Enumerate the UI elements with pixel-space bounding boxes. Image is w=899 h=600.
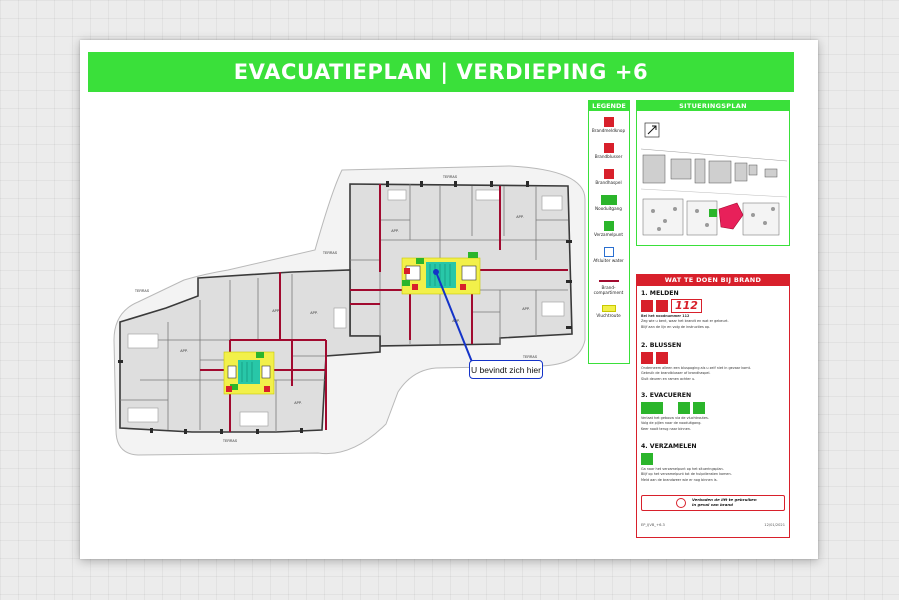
- step-assemble: 4. VERZAMELEN Ga naar het verzamelpunt o…: [641, 443, 785, 482]
- step-report: 1. MELDEN 112 Bel het noodnummer 112 Zeg…: [641, 290, 785, 329]
- legend-title: LEGENDE: [589, 101, 629, 111]
- apartment-label: APP.: [294, 401, 302, 405]
- terrace-label: TERRAS: [523, 355, 538, 359]
- step-text: Verlaat het gebouw via de vluchtroutes.: [641, 416, 709, 420]
- step-text: Onderneem alleen een bluspoging als u ze…: [641, 366, 751, 370]
- step-text: Blijf aan de lijn en volg de instructies…: [641, 324, 711, 329]
- fire-hose-icon: [603, 169, 614, 179]
- step-text: Volg de pijlen naar de nooduitgang.: [641, 421, 702, 426]
- legend-item-compartment: Brand-compartiment: [589, 275, 628, 295]
- you-are-here-label: U bevindt zich hier: [469, 360, 543, 379]
- legend-item-emergency-exit: Nooduitgang: [589, 195, 628, 211]
- apartment-label: APP.: [391, 229, 399, 233]
- step-text: Ga naar het verzamelpunt op het situerin…: [641, 467, 724, 471]
- legend-item-extinguisher: Brandblusser: [589, 143, 628, 159]
- document-date: 12/01/2021: [764, 523, 785, 527]
- step-text: Meld aan de brandweer wie er nog binnen …: [641, 477, 718, 482]
- apartment-label: APP.: [310, 311, 318, 315]
- you-are-here-pointer: [435, 271, 473, 363]
- assembly-point-icon: [603, 221, 614, 231]
- site-plan-map: [640, 122, 788, 236]
- legend-item-manual-call-point: Brandmeldknop: [589, 117, 628, 133]
- emergency-exit-icon: [600, 195, 617, 205]
- step-evacuate: 3. EVACUEREN Verlaat het gebouw via de v…: [641, 392, 785, 431]
- legend-item-escape-route: Vluchtroute: [589, 305, 628, 318]
- document-code: EP_IJVB_+6.3: [641, 523, 665, 527]
- north-arrow-icon: [644, 122, 660, 138]
- step-extinguish: 2. BLUSSEN Onderneem alleen een bluspogi…: [641, 342, 785, 381]
- no-lift-icon: [676, 498, 686, 508]
- site-plan-panel: SITUERINGSPLAN: [636, 100, 790, 246]
- arrow-down-icon: [693, 402, 705, 414]
- apartment-label: APP.: [272, 309, 280, 313]
- terrace-label: TERRAS: [323, 251, 338, 255]
- site-plan-title: SITUERINGSPLAN: [637, 101, 789, 111]
- legend-item-hose-reel: Brandhaspel: [589, 169, 628, 185]
- stair-core-lower: [238, 360, 260, 384]
- apartment-label: APP.: [516, 215, 524, 219]
- terrace-label: TERRAS: [135, 289, 150, 293]
- fire-instructions-panel: WAT TE DOEN BIJ BRAND 1. MELDEN 112 Bel …: [636, 274, 790, 538]
- step-text: Keer nooit terug naar binnen.: [641, 426, 692, 431]
- legend-item-assembly-point: Verzamelpunt: [589, 221, 628, 237]
- fire-extinguisher-icon: [603, 143, 614, 153]
- emergency-number: 112: [671, 299, 702, 313]
- running-person-icon: [678, 402, 690, 414]
- step-text: Gebruik de brandblusser of brandhaspel.: [641, 371, 711, 376]
- step-title: 2. BLUSSEN: [641, 342, 682, 349]
- fire-equipment-icons: [226, 268, 466, 392]
- escape-route-swatch-icon: [601, 305, 616, 312]
- phone-icon: [656, 300, 668, 312]
- assembly-point-icon: [641, 453, 653, 465]
- legend-item-water-shutoff: Afsluiter water: [589, 247, 628, 263]
- evacuation-plan-board: EVACUATIEPLAN | VERDIEPING +6: [80, 40, 818, 559]
- step-title: 3. EVACUEREN: [641, 392, 692, 399]
- assembly-point-icon: [709, 209, 717, 217]
- step-text: Bel het noodnummer 112: [641, 314, 690, 318]
- apartment-label: APP.: [522, 307, 530, 311]
- exit-sign-icons: [230, 252, 478, 390]
- apartment-label: APP.: [180, 349, 188, 353]
- water-valve-icon: [603, 247, 614, 257]
- step-text: Sluit deuren en ramen achter u.: [641, 376, 696, 381]
- building-location: [718, 202, 744, 230]
- step-text: Zeg wie u bent, waar het brandt en wat e…: [641, 319, 729, 324]
- no-lift-warning: Verboden de lift te gebruiken in geval v…: [641, 495, 785, 511]
- step-title: 1. MELDEN: [641, 290, 679, 297]
- building-left-wing: [119, 269, 381, 433]
- fire-alarm-icon: [603, 117, 614, 127]
- terrace-label: TERRAS: [223, 439, 238, 443]
- page-title: EVACUATIEPLAN | VERDIEPING +6: [88, 52, 794, 92]
- emergency-exit-icon: [641, 402, 663, 414]
- fire-instructions-title: WAT TE DOEN BIJ BRAND: [637, 275, 789, 286]
- floor-plan: TERRAS TERRAS TERRAS TERRAS TERRAS APP. …: [113, 165, 586, 456]
- step-text: Blijf op het verzamelpunt tot de hulpdie…: [641, 472, 732, 477]
- legend-panel: LEGENDE Brandmeldknop Brandblusser Brand…: [588, 100, 630, 364]
- apartment-label: APP.: [452, 319, 460, 323]
- fire-extinguisher-icon: [641, 352, 653, 364]
- terrace-label: TERRAS: [443, 175, 458, 179]
- fire-alarm-icon: [641, 300, 653, 312]
- compartment-line-icon: [598, 280, 619, 282]
- step-title: 4. VERZAMELEN: [641, 443, 697, 450]
- fire-hose-icon: [656, 352, 668, 364]
